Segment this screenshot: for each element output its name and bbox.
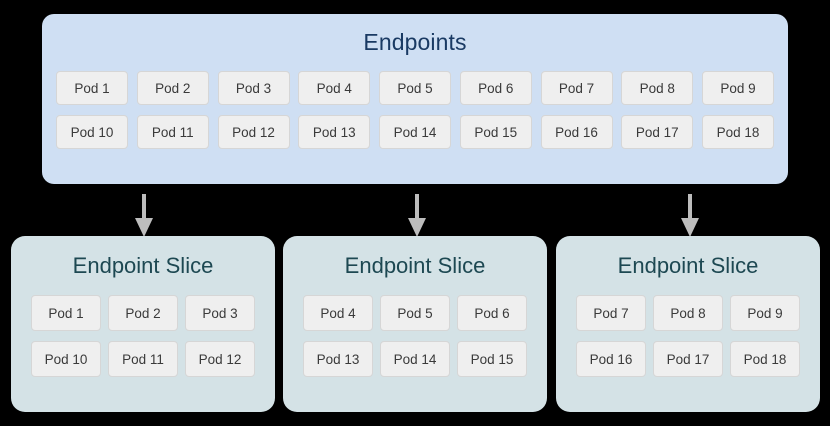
pod-chip[interactable]: Pod 10 <box>31 341 101 377</box>
arrow-head <box>135 218 153 237</box>
pod-chip[interactable]: Pod 16 <box>540 115 613 149</box>
pod-chip[interactable]: Pod 12 <box>217 115 290 149</box>
pod-chip[interactable]: Pod 5 <box>379 71 451 105</box>
pod-chip[interactable]: Pod 6 <box>459 71 532 105</box>
endpoint-slice-container-3: Endpoint Slice Pod 7 Pod 8 Pod 9 Pod 16 … <box>556 236 820 412</box>
endpoint-slice-title: Endpoint Slice <box>344 253 486 278</box>
pod-chip[interactable]: Pod 13 <box>303 341 373 377</box>
endpoint-slice-pod-grid: Pod 1 Pod 2 Pod 3 Pod 10 Pod 11 Pod 12 <box>31 295 255 377</box>
arrow-down-icon <box>406 194 428 237</box>
pod-chip[interactable]: Pod 12 <box>185 341 255 377</box>
pod-chip[interactable]: Pod 17 <box>621 115 694 149</box>
endpoints-pod-row: Pod 1 Pod 2 Pod 3 Pod 4 Pod 5 Pod 6 Pod … <box>56 71 774 105</box>
arrow-shaft <box>415 194 419 220</box>
pod-chip[interactable]: Pod 2 <box>136 71 209 105</box>
pod-chip[interactable]: Pod 18 <box>730 341 800 377</box>
arrow-down-icon <box>679 194 701 237</box>
pod-chip[interactable]: Pod 5 <box>380 295 450 331</box>
pod-chip[interactable]: Pod 13 <box>298 115 371 149</box>
pod-chip[interactable]: Pod 17 <box>653 341 723 377</box>
endpoint-slice-pod-row: Pod 7 Pod 8 Pod 9 <box>576 295 800 331</box>
pod-chip[interactable]: Pod 8 <box>621 71 694 105</box>
arrow-down-icon <box>133 194 155 237</box>
pod-chip[interactable]: Pod 18 <box>702 115 774 149</box>
arrow-shaft <box>688 194 692 220</box>
endpoint-slice-pod-grid: Pod 4 Pod 5 Pod 6 Pod 13 Pod 14 Pod 15 <box>303 295 527 377</box>
endpoints-pod-row: Pod 10 Pod 11 Pod 12 Pod 13 Pod 14 Pod 1… <box>56 115 774 149</box>
endpoint-slice-pod-row: Pod 13 Pod 14 Pod 15 <box>303 341 527 377</box>
endpoint-slice-pod-row: Pod 1 Pod 2 Pod 3 <box>31 295 255 331</box>
pod-chip[interactable]: Pod 3 <box>217 71 290 105</box>
arrow-head <box>681 218 699 237</box>
pod-chip[interactable]: Pod 8 <box>653 295 723 331</box>
pod-chip[interactable]: Pod 2 <box>108 295 178 331</box>
pod-chip[interactable]: Pod 6 <box>457 295 527 331</box>
endpoints-pod-grid: Pod 1 Pod 2 Pod 3 Pod 4 Pod 5 Pod 6 Pod … <box>56 71 774 149</box>
pod-chip[interactable]: Pod 9 <box>702 71 774 105</box>
pod-chip[interactable]: Pod 1 <box>56 71 128 105</box>
endpoint-slice-container-2: Endpoint Slice Pod 4 Pod 5 Pod 6 Pod 13 … <box>283 236 547 412</box>
arrow-shaft <box>142 194 146 220</box>
endpoint-slice-title: Endpoint Slice <box>617 253 759 278</box>
endpoints-container: Endpoints Pod 1 Pod 2 Pod 3 Pod 4 Pod 5 … <box>42 14 788 184</box>
pod-chip[interactable]: Pod 15 <box>459 115 532 149</box>
pod-chip[interactable]: Pod 1 <box>31 295 101 331</box>
pod-chip[interactable]: Pod 11 <box>108 341 178 377</box>
endpoint-slice-pod-grid: Pod 7 Pod 8 Pod 9 Pod 16 Pod 17 Pod 18 <box>576 295 800 377</box>
endpoint-slice-container-1: Endpoint Slice Pod 1 Pod 2 Pod 3 Pod 10 … <box>11 236 275 412</box>
endpoint-slice-pod-row: Pod 16 Pod 17 Pod 18 <box>576 341 800 377</box>
pod-chip[interactable]: Pod 4 <box>303 295 373 331</box>
endpoint-slice-pod-row: Pod 10 Pod 11 Pod 12 <box>31 341 255 377</box>
pod-chip[interactable]: Pod 16 <box>576 341 646 377</box>
pod-chip[interactable]: Pod 3 <box>185 295 255 331</box>
pod-chip[interactable]: Pod 10 <box>56 115 128 149</box>
pod-chip[interactable]: Pod 4 <box>298 71 371 105</box>
pod-chip[interactable]: Pod 14 <box>379 115 451 149</box>
arrow-head <box>408 218 426 237</box>
endpoint-slice-title: Endpoint Slice <box>72 253 214 278</box>
pod-chip[interactable]: Pod 15 <box>457 341 527 377</box>
pod-chip[interactable]: Pod 11 <box>136 115 209 149</box>
pod-chip[interactable]: Pod 9 <box>730 295 800 331</box>
pod-chip[interactable]: Pod 7 <box>576 295 646 331</box>
pod-chip[interactable]: Pod 14 <box>380 341 450 377</box>
endpoints-title: Endpoints <box>363 29 467 55</box>
endpoint-slice-pod-row: Pod 4 Pod 5 Pod 6 <box>303 295 527 331</box>
pod-chip[interactable]: Pod 7 <box>540 71 613 105</box>
